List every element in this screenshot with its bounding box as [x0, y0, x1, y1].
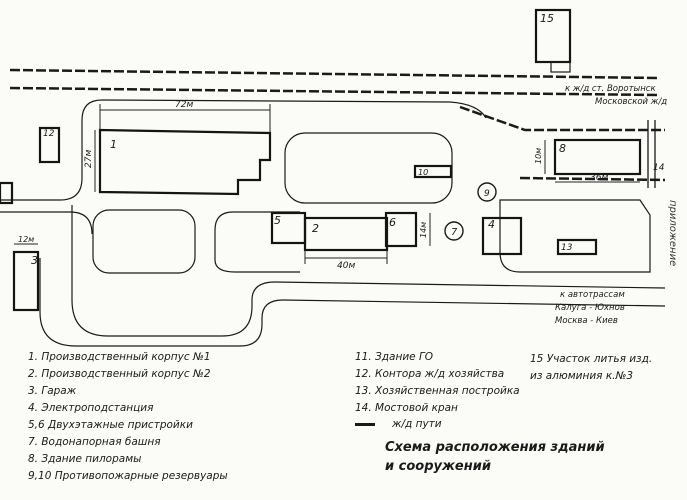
dimension-labels: 72м 27м 40м 14м 12м 10м 36м	[18, 100, 608, 271]
rail-label-2: Московской ж/д	[595, 97, 667, 107]
rail-label-1: к ж/д ст. Воротынск	[565, 84, 656, 94]
building-4	[481, 216, 523, 256]
building-3	[12, 250, 40, 312]
label-b3: 3	[31, 254, 38, 267]
legend-item: ж/д пути	[392, 418, 442, 430]
dim-10: 10м	[534, 148, 543, 164]
label-b6: 6	[389, 216, 396, 229]
legend-item: 11. Здание ГО	[355, 351, 434, 363]
road-label-3: Москва - Киев	[555, 316, 618, 326]
road-label-2: Калуга - Юхнов	[555, 303, 625, 313]
dim-14: 14м	[419, 222, 428, 238]
label-b13: 13	[561, 243, 573, 253]
building-8	[553, 138, 642, 176]
label-b2: 2	[312, 222, 319, 235]
building-10	[413, 164, 453, 179]
building-1	[98, 128, 272, 196]
dim-72: 72м	[175, 100, 193, 110]
building-13	[556, 238, 598, 256]
diagram-title-line-1: Схема расположения зданий	[385, 440, 605, 455]
destination-labels: к ж/д ст. Воротынск Московской ж/д к авт…	[555, 84, 667, 326]
diagram-title-line-2: и сооружений	[385, 459, 491, 474]
label-b7: 7	[451, 227, 458, 238]
legend-item: 5,6 Двухэтажные пристройки	[28, 419, 193, 431]
label-b10: 10	[418, 168, 428, 177]
label-b1: 1	[110, 138, 117, 151]
legend-item: 9,10 Противопожарные резервуары	[28, 470, 228, 482]
reservoir-9	[477, 182, 497, 202]
buildings-layer	[0, 8, 642, 312]
dim-40: 40м	[337, 261, 355, 271]
label-b12: 12	[43, 129, 55, 139]
water-tower-7	[444, 221, 464, 241]
legend-item: 12. Контора ж/д хозяйства	[355, 368, 505, 380]
dim-36: 36м	[590, 173, 608, 183]
legend-item: 2. Производственный корпус №2	[28, 368, 211, 380]
legend-item: 3. Гараж	[28, 385, 77, 397]
dimension-lines	[14, 104, 640, 264]
railway-lines	[9, 68, 666, 188]
legend-item: 1. Производственный корпус №1	[28, 351, 211, 363]
legend-item: из алюминия к.№3	[530, 370, 634, 382]
building-11	[0, 181, 14, 205]
building-12	[38, 126, 61, 164]
dim-12: 12м	[18, 235, 34, 244]
legend-item: 4. Электроподстанция	[28, 402, 154, 414]
legend-item: 15 Участок литья изд.	[530, 353, 653, 365]
label-b8: 8	[559, 142, 566, 155]
building-15-annex	[550, 61, 571, 73]
road-label-1: к автотрассам	[560, 290, 625, 300]
legend-item: 7. Водонапорная башня	[28, 436, 161, 448]
side-annotation: приложение	[667, 200, 678, 267]
building-6	[384, 211, 418, 248]
building-5	[270, 211, 307, 245]
label-b9: 9	[484, 189, 490, 199]
building-numbers: 1 2 3 4 5 6 7 8 9 10 12 13 14 15	[31, 12, 665, 267]
legend-item: 13. Хозяйственная постройка	[355, 385, 520, 397]
legend-item: 8. Здание пилорамы	[28, 453, 142, 465]
label-b15: 15	[540, 12, 554, 25]
label-b5: 5	[274, 214, 281, 227]
rail-legend-symbol	[355, 423, 375, 426]
label-b4: 4	[488, 218, 495, 231]
label-b14: 14	[653, 163, 665, 173]
legend-item: 14. Мостовой кран	[355, 402, 458, 414]
dim-27: 27м	[84, 150, 94, 168]
